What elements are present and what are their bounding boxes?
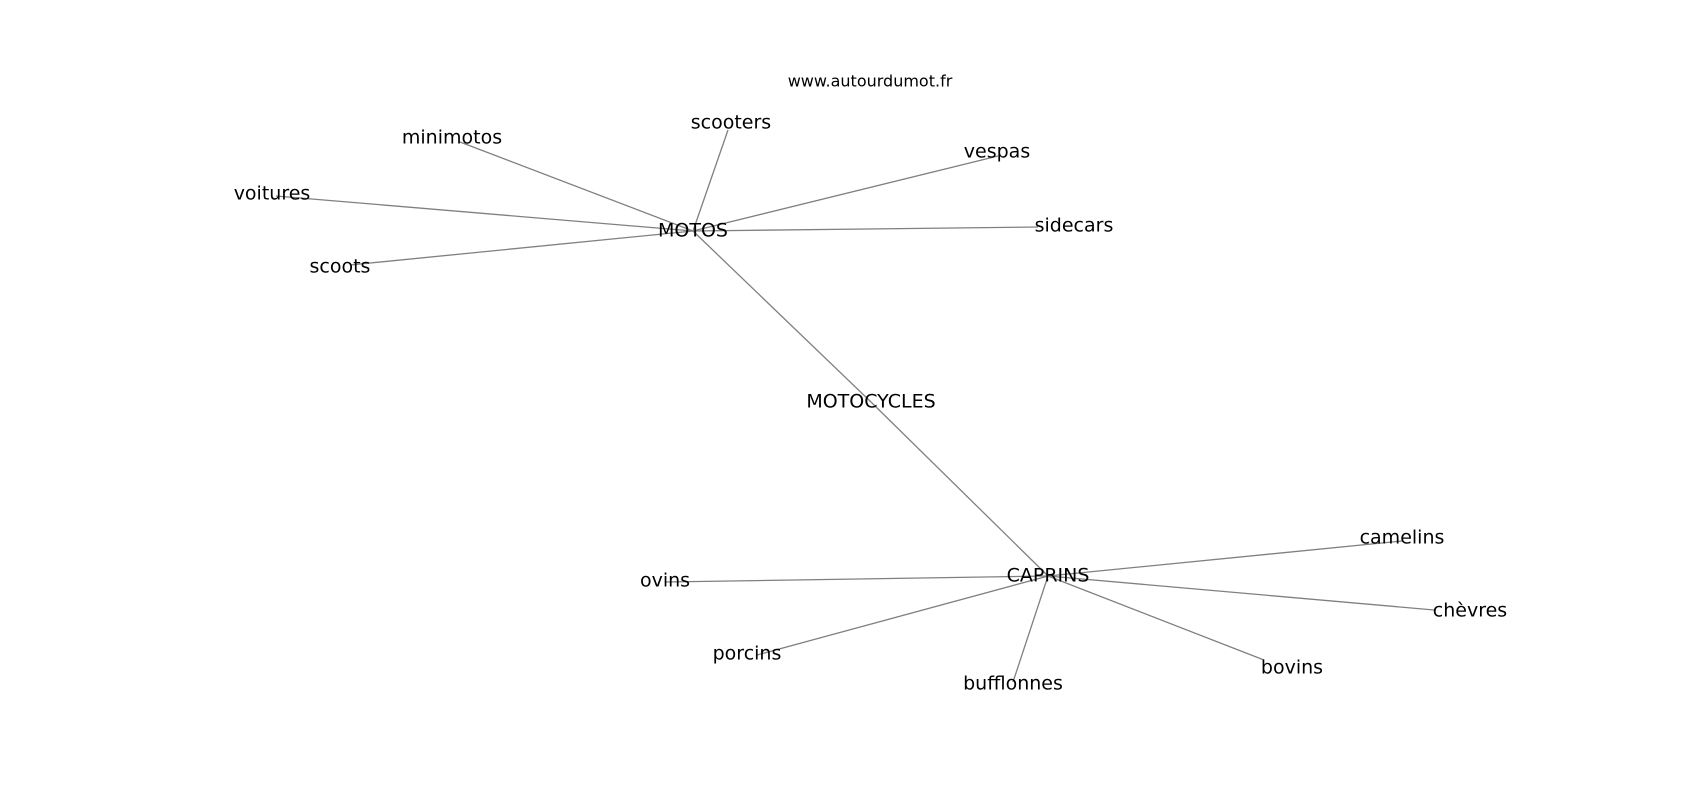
edge-caprins-porcins [756, 575, 1049, 656]
node-motos[interactable]: MOTOS [658, 220, 728, 242]
edge-motos-vespas [692, 155, 999, 232]
edges-layer [275, 129, 1435, 683]
edge-caprins-chevres [1047, 575, 1435, 611]
labels-layer: www.autourdumot.fr MOTOS MOTOCYCLES CAPRIN… [234, 72, 1508, 695]
edge-motos-scoots [349, 230, 694, 266]
node-caprins[interactable]: CAPRINS [1007, 565, 1090, 587]
edge-motos-scooters [692, 129, 729, 232]
edge-caprins-camelins [1047, 540, 1403, 577]
edge-motos-motocycles [692, 230, 872, 403]
node-vespas[interactable]: vespas [964, 141, 1030, 163]
node-chevres[interactable]: chèvres [1433, 600, 1507, 622]
edge-motos-sidecars [692, 226, 1039, 232]
node-ovins[interactable]: ovins [640, 570, 690, 592]
edge-caprins-ovins [664, 575, 1049, 583]
node-camelins[interactable]: camelins [1360, 527, 1445, 549]
node-motocycles[interactable]: MOTOCYCLES [806, 391, 935, 413]
edge-motos-voitures [275, 195, 694, 232]
edge-caprins-bufflonnes [1012, 575, 1049, 683]
node-bufflonnes[interactable]: bufflonnes [963, 673, 1063, 695]
watermark: www.autourdumot.fr [788, 72, 953, 91]
node-scoots[interactable]: scoots [310, 256, 371, 278]
node-bovins[interactable]: bovins [1261, 657, 1323, 679]
node-porcins[interactable]: porcins [713, 643, 782, 665]
edge-caprins-bovins [1047, 575, 1265, 661]
node-scooters[interactable]: scooters [691, 112, 771, 134]
node-minimotos[interactable]: minimotos [402, 127, 502, 149]
node-voitures[interactable]: voitures [234, 183, 311, 205]
edge-motocycles-caprins [870, 401, 1049, 577]
edge-motos-minimotos [459, 141, 694, 232]
node-sidecars[interactable]: sidecars [1035, 215, 1114, 237]
